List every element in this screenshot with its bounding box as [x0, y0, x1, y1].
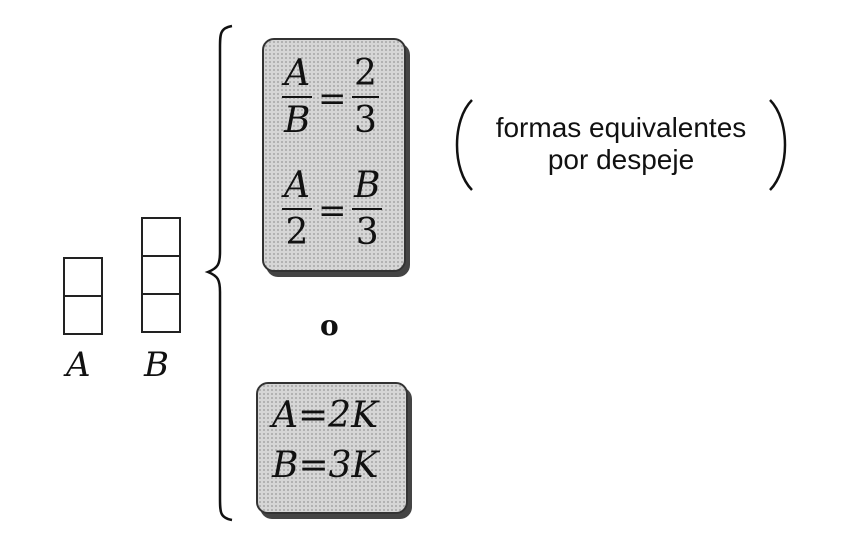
segment-b-label: B	[144, 345, 169, 385]
segment-b-part	[141, 217, 181, 257]
note-line-1: formas equivalentes	[495, 112, 747, 143]
constant-line-b: B=3K	[272, 445, 379, 486]
fraction-bar	[352, 96, 379, 98]
eq1-right-denominator: 3	[354, 100, 377, 141]
eq2-right-numerator: B	[354, 165, 381, 206]
fraction-bar	[282, 208, 312, 210]
equivalent-forms-note: formas equivalentes por despeje	[472, 112, 770, 176]
eq1-right-numerator: 2	[354, 53, 377, 94]
eq2-left-fraction: A 2	[282, 168, 312, 251]
or-connector: o	[320, 309, 339, 342]
proportion-box	[262, 38, 406, 272]
fraction-bar	[282, 96, 313, 98]
segment-a-part	[63, 257, 103, 297]
eq2-left-denominator: 2	[285, 212, 309, 253]
eq1-left-numerator: A	[284, 53, 311, 94]
segment-b-part	[141, 255, 181, 295]
eq1-equals-sign: =	[318, 79, 347, 119]
eq1-left-fraction: A B	[282, 53, 313, 141]
eq1-left-denominator: B	[284, 100, 311, 141]
eq2-right-fraction: B 3	[352, 165, 383, 253]
eq1-right-fraction: 2 3	[352, 56, 379, 139]
note-line-2: por despeje	[547, 144, 695, 175]
constant-line-a: A=2K	[272, 395, 378, 436]
segment-b-part	[141, 293, 181, 333]
eq2-right-denominator: 3	[355, 212, 379, 253]
eq2-equals-sign: =	[318, 191, 347, 231]
eq2-left-numerator: A	[284, 165, 310, 206]
fraction-bar	[352, 208, 383, 210]
segment-a-part	[63, 295, 103, 335]
segment-a-label: A	[66, 345, 91, 385]
constant-box	[256, 382, 408, 514]
